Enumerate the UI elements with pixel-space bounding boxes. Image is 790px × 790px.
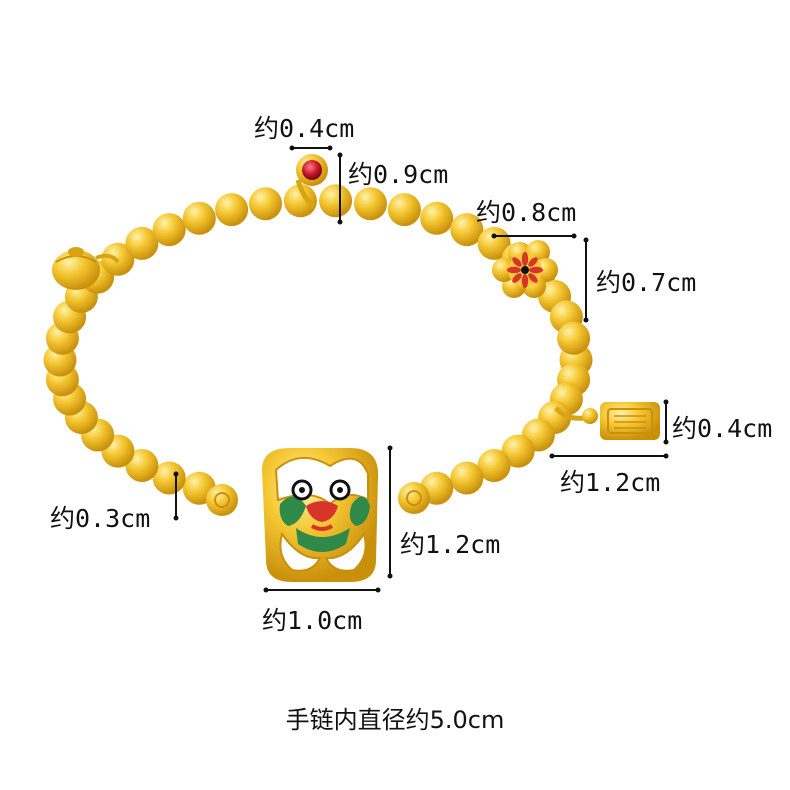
lotus-charm xyxy=(52,247,120,290)
ruby-width-label: 约0.4cm xyxy=(254,114,355,143)
spacer-beads xyxy=(206,482,430,516)
flower-charm xyxy=(492,240,558,298)
gold-bead xyxy=(450,213,484,247)
inner-diameter-caption: 手链内直径约5.0cm xyxy=(285,706,505,734)
gold-bead xyxy=(319,184,353,218)
gold-bead xyxy=(477,449,511,482)
tag-height-label: 约0.4cm xyxy=(672,414,773,443)
gold-bead xyxy=(557,321,591,355)
dimension-lines xyxy=(173,145,669,593)
lion-charm xyxy=(262,448,379,582)
gold-bead xyxy=(182,201,216,235)
gold-bead xyxy=(420,201,454,235)
ruby-height-label: 约0.9cm xyxy=(348,160,449,189)
gold-bead xyxy=(450,461,484,495)
flower-width-label: 约0.8cm xyxy=(476,198,577,227)
gold-bead xyxy=(354,187,387,221)
tag-width-label: 约1.2cm xyxy=(560,468,661,497)
gold-bead xyxy=(152,461,186,495)
ruby-charm xyxy=(295,154,328,209)
gold-bead xyxy=(152,213,186,247)
lion-width-label: 约1.0cm xyxy=(262,606,363,635)
gold-bead xyxy=(249,187,282,221)
gold-bead xyxy=(501,434,535,468)
gold-bead xyxy=(387,193,421,227)
bead-size-label: 约0.3cm xyxy=(50,504,151,533)
gold-bead xyxy=(125,449,159,482)
gold-bead xyxy=(283,184,317,218)
gold-bead xyxy=(215,193,249,227)
gold-bead xyxy=(125,226,159,260)
flower-height-label: 约0.7cm xyxy=(596,268,697,297)
tag-charm xyxy=(554,402,660,440)
lion-height-label: 约1.2cm xyxy=(400,530,501,559)
